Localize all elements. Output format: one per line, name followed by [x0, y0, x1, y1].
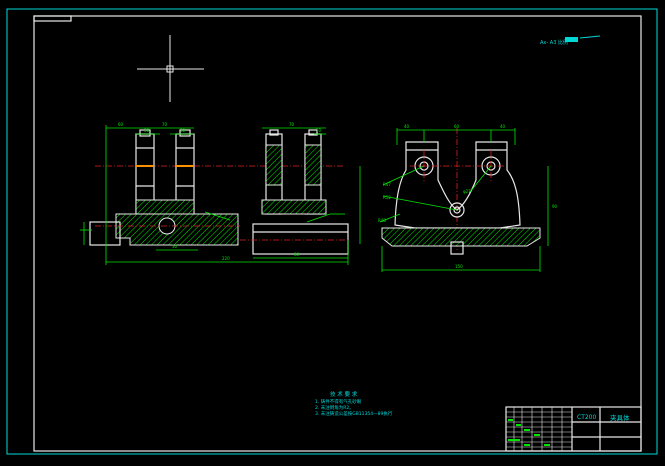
front-base-left-tab — [89, 221, 121, 246]
dim-side-r52: R52 — [383, 195, 391, 200]
dim-front-bottom-mid: 30 — [172, 244, 178, 249]
dim-front-top-left: 60 — [118, 122, 124, 127]
lug-right-1-section — [265, 144, 283, 186]
inner-border — [33, 15, 642, 452]
dim-front-lower-right: 80 — [294, 252, 300, 257]
dim-side-phi27: φ27 — [463, 189, 471, 194]
outer-border — [6, 8, 658, 455]
side-view[interactable]: 40 60 40 R47 R52 R48 φ27 150 90 — [378, 124, 558, 272]
side-dimensions — [379, 128, 549, 272]
front-base-left-section — [115, 213, 239, 246]
scale-note-line — [579, 35, 601, 39]
front-view[interactable]: 60 70 30 30 70 10 220 30 80 — [80, 122, 361, 265]
dim-side-r48: R48 — [378, 218, 386, 223]
dim-front-top-right-sub: 10 — [316, 128, 322, 133]
dim-front-top-sub-2: 30 — [180, 128, 186, 133]
dim-front-top-mid: 70 — [162, 122, 168, 127]
scale-note-box — [565, 37, 578, 42]
dim-front-top-right: 70 — [289, 122, 295, 127]
front-dimensions — [80, 125, 361, 265]
tech-requirement-1: 1. 铸件不得有气孔砂眼 — [315, 398, 362, 405]
title-block-frame — [505, 406, 642, 452]
lug-left-2-cap — [179, 129, 191, 137]
tech-requirements-heading: 技 术 要 求 — [330, 390, 358, 398]
front-right-boss-section — [261, 199, 327, 215]
tech-requirements: 技 术 要 求 1. 铸件不得有气孔砂眼 2. 未注倒角为R2。 3. 未注铸造… — [315, 390, 393, 417]
front-base-right — [252, 223, 349, 255]
front-boss-section — [135, 199, 195, 215]
title-block-part-name: 夹具体 — [610, 413, 630, 422]
dim-side-height: 90 — [552, 204, 558, 209]
title-block[interactable]: CT200 夹具体 — [505, 406, 642, 452]
lug-left-1-cap — [139, 129, 151, 137]
crosshair-cursor-icon — [137, 35, 204, 102]
dim-side-overall: 150 — [455, 264, 463, 269]
title-block-entries — [508, 419, 550, 446]
corner-tag — [33, 15, 72, 22]
dim-side-top-right: 40 — [500, 124, 506, 129]
bore-center — [449, 202, 465, 218]
lug-right-2-section — [304, 144, 322, 186]
dim-side-r47: R47 — [383, 182, 391, 187]
side-base-section — [381, 227, 541, 247]
side-slot — [450, 241, 464, 255]
dim-side-top-mid: 60 — [454, 124, 460, 129]
tech-requirement-3: 3. 未注铸造公差按GB11354—89执行 — [315, 410, 393, 417]
dim-side-top-left: 40 — [404, 124, 410, 129]
dim-front-top-sub-1: 30 — [144, 128, 150, 133]
dim-front-overall: 220 — [222, 256, 230, 261]
scale-note: Ax- A3 比例 — [540, 39, 568, 46]
side-body-outline — [394, 141, 521, 229]
title-block-part-code: CT200 — [577, 414, 596, 421]
title-block-grid — [506, 407, 572, 451]
tech-requirement-2: 2. 未注倒角为R2。 — [315, 404, 354, 411]
